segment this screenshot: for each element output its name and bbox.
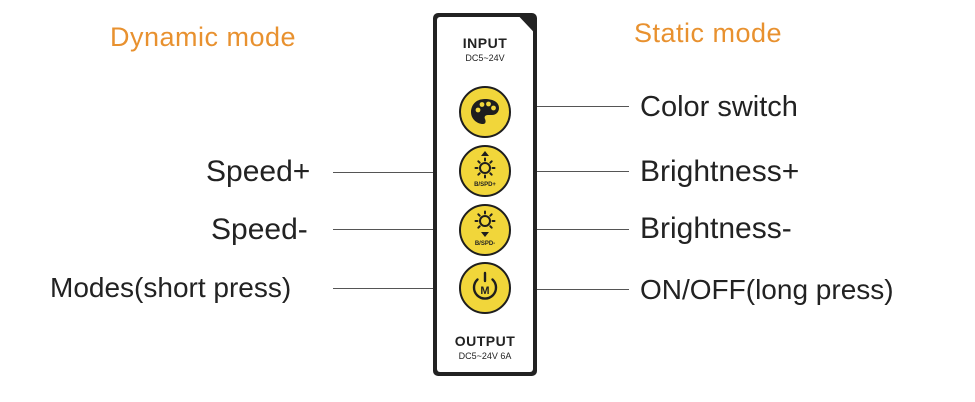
speed-minus-label: Speed- [211,213,308,246]
bspd-plus-text: B/SPD+ [474,182,496,188]
power-mode-icon [472,271,498,300]
brightness-down-icon [474,210,496,237]
static-mode-heading: Static mode [634,18,783,48]
speed-plus-leader [333,172,433,173]
input-spec: DC5~24V [465,53,505,63]
output-title: OUTPUT [454,333,516,349]
onoff-label: ON/OFF(long press) [640,274,894,305]
color-switch-button[interactable] [459,86,511,138]
speed-minus-leader [333,229,433,230]
controller-face: INPUT DC5~24V [437,17,533,372]
bspd-minus-text: B/SPD- [474,241,496,247]
output-spec: DC5~24V 6A [458,351,512,361]
brightness-up-icon [474,151,496,179]
color-switch-label: Color switch [640,91,798,123]
mode-letter: M [480,285,490,297]
color-switch-leader [537,106,629,107]
input-title: INPUT [462,35,508,51]
modes-label: Modes(short press) [50,272,292,303]
dynamic-mode-heading: Dynamic mode [110,22,297,52]
brightness-speed-up-button[interactable]: B/SPD+ [459,145,511,197]
modes-leader [333,288,433,289]
brightness-plus-leader [537,171,629,172]
brightness-minus-leader [537,229,629,230]
onoff-leader [537,289,629,290]
brightness-minus-label: Brightness- [640,212,792,245]
palette-icon [471,99,499,124]
brightness-speed-down-button[interactable]: B/SPD- [459,204,511,256]
led-controller: INPUT DC5~24V [433,13,537,376]
power-mode-button[interactable]: M [459,262,511,314]
speed-plus-label: Speed+ [206,155,311,188]
brightness-plus-label: Brightness+ [640,155,800,188]
